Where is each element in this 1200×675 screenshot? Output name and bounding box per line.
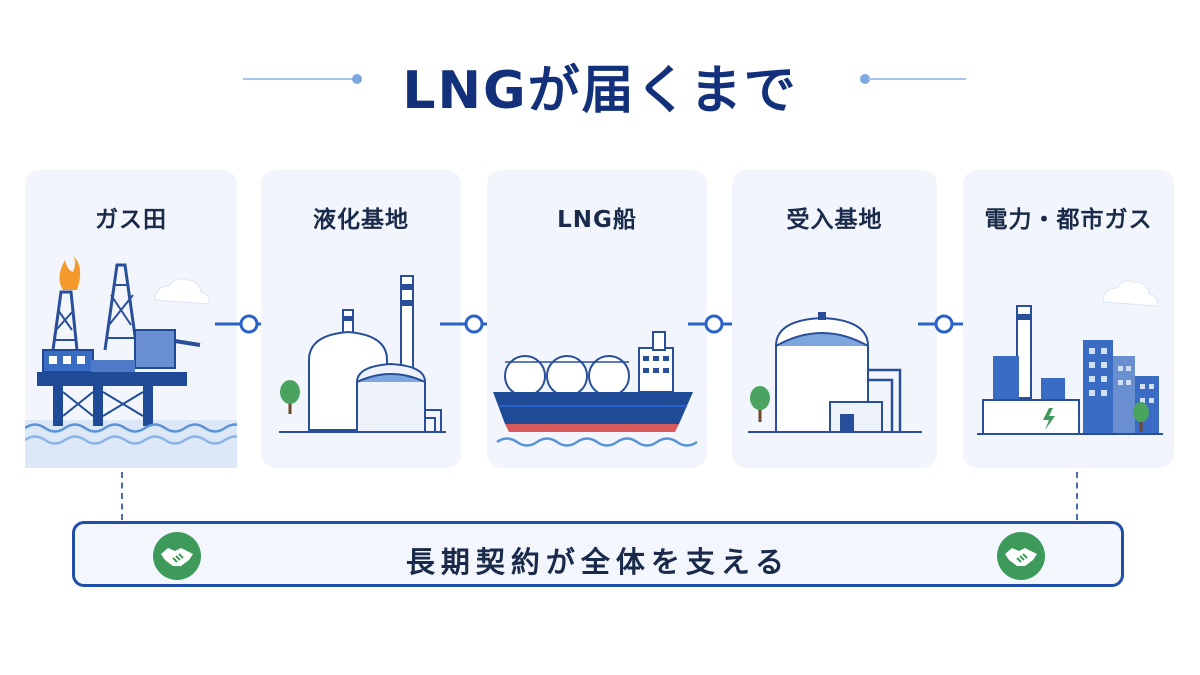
stage-label: ガス田 (95, 207, 167, 233)
receiving-terminal-icon (748, 312, 922, 433)
liquefaction-plant-icon (279, 275, 446, 433)
stage-card-power-city-gas: 電力・都市ガス (963, 170, 1174, 468)
stage-label: LNG船 (557, 207, 637, 233)
stage-card-gas-field: ガス田 (25, 170, 237, 468)
title-left-line (243, 78, 355, 80)
stage-label: 液化基地 (313, 207, 409, 233)
stage-card-lng-ship: LNG船 (487, 170, 707, 468)
power-city-gas-icon (977, 280, 1163, 435)
title-row: LNGが届くまで (0, 40, 1200, 121)
stage-card-liquefaction: 液化基地 (261, 170, 461, 468)
dashed-link-left (121, 472, 123, 520)
stage-label: 電力・都市ガス (984, 207, 1153, 233)
title-right-line (868, 78, 966, 80)
title-left-dot (352, 74, 362, 84)
long-term-contract-banner: 長期契約が全体を支える (72, 521, 1124, 587)
page-title: LNGが届くまで (402, 61, 798, 121)
dashed-link-right (1076, 472, 1078, 520)
title-right-dot (860, 74, 870, 84)
offshore-rig-icon (25, 256, 237, 468)
stage-label: 受入基地 (786, 207, 883, 233)
banner-text: 長期契約が全体を支える (405, 545, 791, 579)
handshake-icon (153, 532, 201, 580)
stage-card-receiving-terminal: 受入基地 (732, 170, 937, 468)
lng-carrier-ship-icon (493, 331, 698, 447)
handshake-icon (997, 532, 1045, 580)
